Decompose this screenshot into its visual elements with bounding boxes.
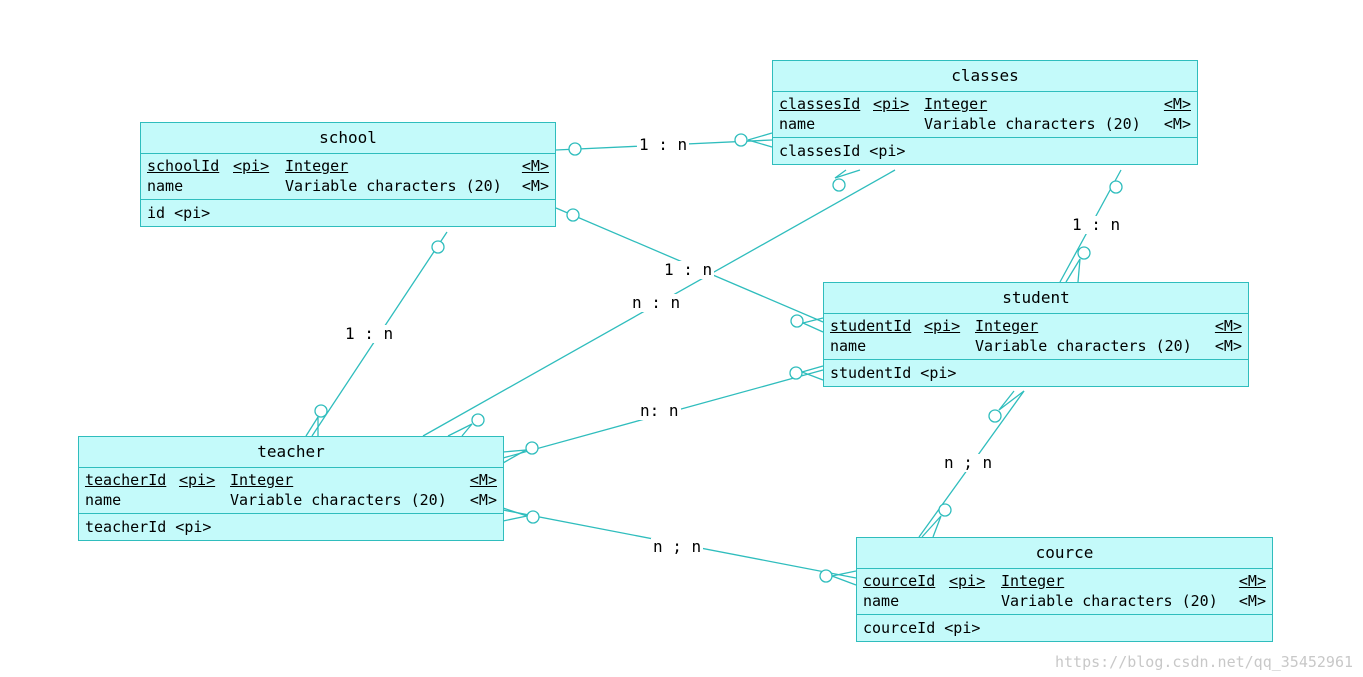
attribute-name: name [863,592,900,610]
attribute-flag: <pi> [924,317,961,335]
attribute-list: teacherId <pi> Integer <M> name Variable… [79,468,503,514]
attribute-mandatory: <M> [1163,115,1191,133]
attribute-type: Integer [975,317,1039,335]
entity-identifier: id <pi> [147,204,211,222]
attribute-flag: <pi> [873,95,910,113]
entity-identifier: studentId <pi> [830,364,957,382]
entity-title: classes [773,61,1197,92]
relation-label-classes-teacher: n : n [630,293,683,312]
attribute-mandatory: <M> [469,471,497,489]
attribute-name: classesId [779,95,861,113]
attribute-list: schoolId <pi> Integer <M> name Variable … [141,154,555,200]
attribute-row: courceId <pi> Integer <M> [863,571,1266,591]
attribute-name: teacherId [85,471,167,489]
entity-identifier: teacherId <pi> [85,518,212,536]
attribute-name: studentId [830,317,912,335]
attribute-name: courceId [863,572,936,590]
attribute-type: Integer [285,157,349,175]
attribute-row: name Variable characters (20) <M> [85,490,497,510]
relation-label-school-student: 1 : n [662,260,715,279]
attribute-mandatory: <M> [1163,95,1191,113]
entity-cource[interactable]: cource courceId <pi> Integer <M> name Va… [856,537,1273,642]
attribute-list: studentId <pi> Integer <M> name Variable… [824,314,1248,360]
attribute-type: Variable characters (20) [975,337,1192,355]
entity-identifier: courceId <pi> [863,619,981,637]
attribute-row: name Variable characters (20) <M> [779,114,1191,134]
attribute-mandatory: <M> [1214,337,1242,355]
attribute-list: courceId <pi> Integer <M> name Variable … [857,569,1272,615]
entity-classes[interactable]: classes classesId <pi> Integer <M> name … [772,60,1198,165]
attribute-name: name [147,177,184,195]
entity-title: school [141,123,555,154]
attribute-type: Integer [230,471,294,489]
attribute-flag: <pi> [233,157,270,175]
attribute-row: name Variable characters (20) <M> [863,591,1266,611]
attribute-row: name Variable characters (20) <M> [147,176,549,196]
attribute-list: classesId <pi> Integer <M> name Variable… [773,92,1197,138]
relation-label-school-classes: 1 : n [637,135,690,154]
attribute-mandatory: <M> [521,157,549,175]
attribute-row: classesId <pi> Integer <M> [779,94,1191,114]
attribute-flag: <pi> [949,572,986,590]
attribute-row: teacherId <pi> Integer <M> [85,470,497,490]
entity-title: teacher [79,437,503,468]
attribute-name: schoolId [147,157,220,175]
relation-label-classes-student: 1 : n [1070,215,1123,234]
attribute-row: schoolId <pi> Integer <M> [147,156,549,176]
entity-student[interactable]: student studentId <pi> Integer <M> name … [823,282,1249,387]
attribute-name: name [830,337,867,355]
attribute-type: Integer [1001,572,1065,590]
relation-label-student-cource: n ; n [942,453,995,472]
attribute-type: Integer [924,95,988,113]
attribute-mandatory: <M> [1238,572,1266,590]
attribute-row: name Variable characters (20) <M> [830,336,1242,356]
entity-title: cource [857,538,1272,569]
attribute-type: Variable characters (20) [230,491,447,509]
entity-teacher[interactable]: teacher teacherId <pi> Integer <M> name … [78,436,504,541]
attribute-mandatory: <M> [521,177,549,195]
relation-label-teacher-cource: n ; n [651,537,704,556]
attribute-type: Variable characters (20) [285,177,502,195]
relation-label-school-teacher: 1 : n [343,324,396,343]
relation-label-teacher-student: n: n [638,401,681,420]
attribute-type: Variable characters (20) [1001,592,1218,610]
attribute-row: studentId <pi> Integer <M> [830,316,1242,336]
entity-school[interactable]: school schoolId <pi> Integer <M> name Va… [140,122,556,227]
attribute-flag: <pi> [179,471,216,489]
entity-identifier: classesId <pi> [779,142,906,160]
attribute-type: Variable characters (20) [924,115,1141,133]
watermark-url: https://blog.csdn.net/qq_35452961 [1054,653,1353,671]
entity-title: student [824,283,1248,314]
attribute-name: name [85,491,122,509]
attribute-mandatory: <M> [1238,592,1266,610]
attribute-mandatory: <M> [469,491,497,509]
attribute-mandatory: <M> [1214,317,1242,335]
attribute-name: name [779,115,816,133]
